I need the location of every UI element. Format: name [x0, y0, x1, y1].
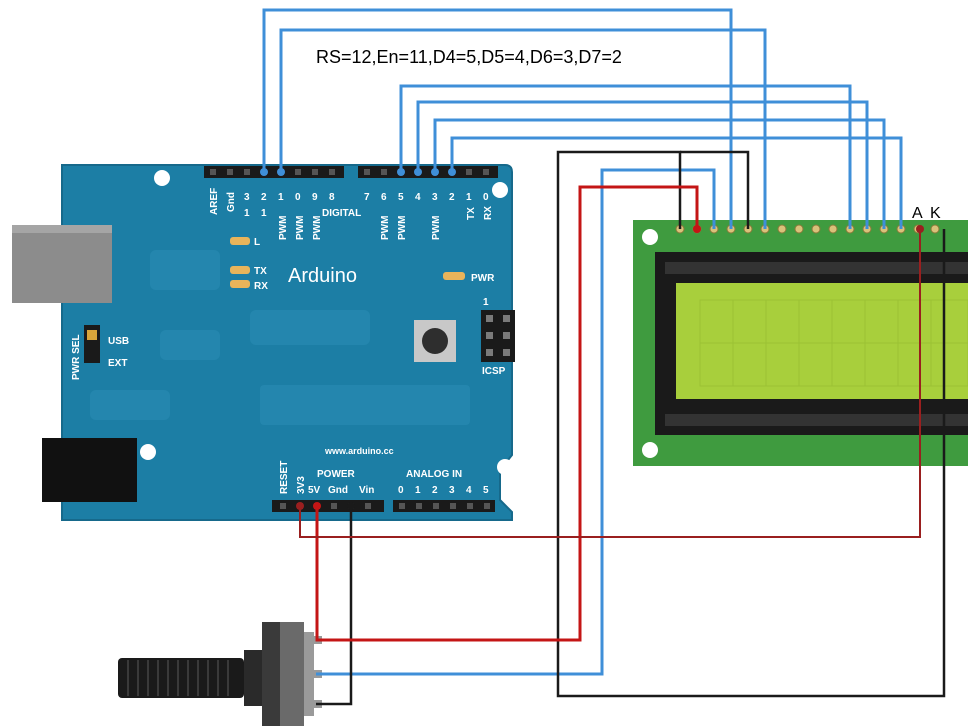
arduino-board: ICSP 1 PWR SEL USB EXT L TX RX PWR Ardui… — [12, 164, 515, 521]
potentiometer — [118, 622, 322, 726]
lcd-pin-rs: RS — [715, 201, 726, 215]
lcd-pin-k: K — [930, 205, 941, 222]
led-rx-label: RX — [254, 281, 268, 292]
5v-label: 5V — [308, 485, 321, 496]
analog-pin-1: 1 — [415, 485, 421, 496]
lcd-mounting-hole — [642, 229, 658, 245]
wires — [262, 8, 946, 706]
dc-jack — [42, 438, 137, 502]
pin-label-5: 5 — [398, 192, 404, 203]
pin-label-1: 1 — [466, 192, 472, 203]
digital-header-left — [204, 166, 344, 178]
reset-button[interactable] — [422, 328, 448, 354]
lcd-pin-gnd: Gnd — [664, 195, 675, 215]
wire-backlight-a — [299, 229, 921, 538]
digital-label: DIGITAL — [322, 208, 361, 219]
analog-pin-2: 2 — [432, 485, 438, 496]
wire-en — [279, 28, 767, 229]
lcd-pin-a: A — [912, 205, 923, 222]
wire-d7 — [450, 136, 903, 229]
pin-label-12b: 1 — [261, 208, 267, 219]
led-l — [230, 237, 250, 245]
pin-label-10a: 0 — [295, 192, 301, 203]
pin-label-11a: 1 — [278, 192, 284, 203]
pin-label-13b: 1 — [244, 208, 250, 219]
lcd-pin-e: E — [749, 208, 760, 215]
pin-label-4: 4 — [415, 192, 421, 203]
pin-label-7: 7 — [364, 192, 370, 203]
led-l-label: L — [254, 237, 260, 248]
pin-label-gnd: Gnd — [226, 192, 237, 212]
pwm-label-5: PWM — [397, 216, 408, 240]
analog-pin-0: 0 — [398, 485, 404, 496]
analog-pin-4: 4 — [466, 485, 472, 496]
gnd-power-label: Gnd — [328, 485, 348, 496]
lcd-pin-d7: D7 — [885, 202, 896, 215]
pin-label-12a: 2 — [261, 192, 267, 203]
pin-label-2: 2 — [449, 192, 455, 203]
usb-connector — [12, 225, 112, 303]
led-tx — [230, 266, 250, 274]
wire-vcc — [315, 185, 699, 642]
lcd-pin-rw: R/W — [732, 195, 743, 215]
lcd-pin-d6: D6 — [868, 202, 879, 215]
mounting-hole — [140, 444, 156, 460]
usb-label: USB — [108, 336, 129, 347]
pwm-label-3: PWM — [431, 216, 442, 240]
pin-label-3: 3 — [432, 192, 438, 203]
led-pwr — [443, 272, 465, 280]
ext-label: EXT — [108, 358, 127, 369]
arduino-logo-text: Arduino — [288, 265, 357, 287]
wire-d5 — [416, 100, 869, 229]
wire-rw — [680, 150, 750, 229]
pwm-label-11: PWM — [278, 216, 289, 240]
reset-label: RESET — [279, 461, 290, 494]
digital-header-right — [358, 166, 498, 178]
power-label: POWER — [317, 469, 356, 480]
icsp-label: ICSP — [482, 366, 506, 377]
pwm-label-10: PWM — [295, 216, 306, 240]
wire-gnd-arduino — [316, 506, 353, 706]
analog-pin-3: 3 — [449, 485, 455, 496]
pwr-sel-label: PWR SEL — [71, 334, 82, 380]
led-rx — [230, 280, 250, 288]
lcd-pin-d4: D4 — [834, 202, 845, 215]
potentiometer-nut — [262, 622, 280, 726]
mounting-hole — [154, 170, 170, 186]
analog-header — [393, 500, 495, 512]
pin-label-13a: 3 — [244, 192, 250, 203]
wire-d4 — [399, 84, 852, 229]
lcd-mounting-hole — [642, 442, 658, 458]
pin-mapping-annotation: RS=12,En=11,D4=5,D5=4,D6=3,D7=2 — [316, 47, 622, 67]
pin-label-8: 8 — [329, 192, 335, 203]
pwm-label-9: PWM — [312, 216, 323, 240]
led-tx-label: TX — [254, 266, 267, 277]
wire-vo — [316, 168, 716, 676]
pin-label-0: 0 — [483, 192, 489, 203]
tx-label: TX — [466, 207, 477, 220]
rx-label: RX — [483, 206, 494, 220]
vin-label: Vin — [359, 485, 374, 496]
pin-label-aref: AREF — [209, 188, 220, 215]
pin-label-9: 9 — [312, 192, 318, 203]
analog-in-label: ANALOG IN — [406, 469, 462, 480]
lcd-pin-vo: Vo — [698, 203, 709, 215]
pin-label-6: 6 — [381, 192, 387, 203]
lcd-module: Gnd Vcc Vo RS R/W E D4 D5 D6 D7 A K — [633, 195, 968, 466]
led-pwr-label: PWR — [471, 273, 495, 284]
mounting-hole — [492, 182, 508, 198]
wire-gnd-rw — [556, 150, 946, 698]
wire-d6 — [433, 118, 886, 229]
analog-pin-5: 5 — [483, 485, 489, 496]
mounting-hole — [497, 459, 513, 475]
potentiometer-shaft — [118, 658, 244, 698]
3v3-label: 3V3 — [296, 476, 307, 494]
potentiometer-body — [280, 622, 304, 726]
lcd-pin-d5: D5 — [851, 202, 862, 215]
lcd-pin-vcc: Vcc — [681, 197, 692, 215]
pwm-label-6: PWM — [380, 216, 391, 240]
icsp-pin1-label: 1 — [483, 297, 489, 308]
website-label: www.arduino.cc — [324, 446, 394, 456]
